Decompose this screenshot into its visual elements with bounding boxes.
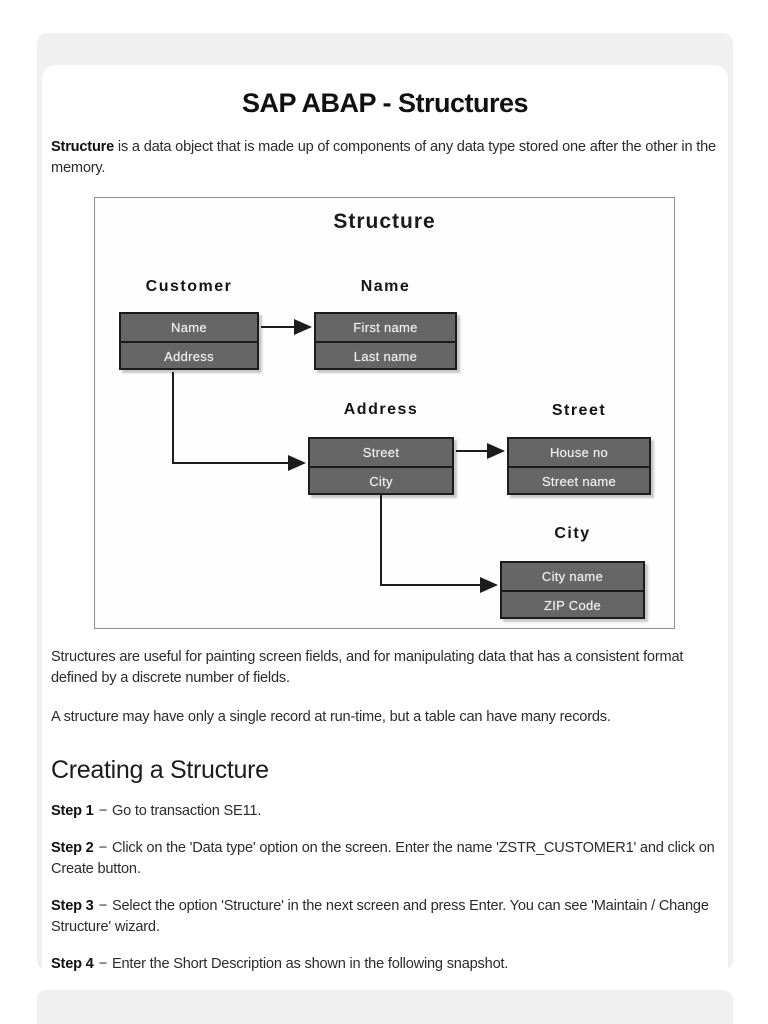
next-page-backdrop — [37, 990, 733, 1024]
diagram-connector-arrows — [172, 319, 505, 593]
step-4-dash: − — [98, 956, 108, 972]
customer-box: Name Address — [119, 312, 259, 370]
paragraph-single-record: A structure may have only a single recor… — [51, 709, 611, 725]
step-3-text: Select the option 'Structure' in the nex… — [51, 898, 709, 935]
address-box-label: Address — [343, 401, 419, 418]
intro-paragraph: Structure is a data object that is made … — [51, 137, 721, 179]
name-box: First name Last name — [314, 312, 457, 370]
step-3-label: Step 3 — [51, 898, 94, 914]
step-1-text: Go to transaction SE11. — [111, 803, 262, 819]
step-1-label: Step 1 — [51, 803, 94, 819]
address-row-street: Street — [362, 445, 400, 460]
step-2-dash: − — [98, 840, 108, 856]
street-row-houseno: House no — [549, 445, 609, 460]
name-box-label: Name — [360, 278, 411, 295]
address-box: Street City — [308, 437, 454, 495]
intro-text: is a data object that is made up of comp… — [51, 139, 716, 176]
customer-box-label: Customer — [145, 278, 233, 295]
document-page: SAP ABAP - Structures Structure is a dat… — [42, 65, 728, 972]
step-2-text: Click on the 'Data type' option on the s… — [51, 840, 715, 877]
street-row-streetname: Street name — [509, 466, 649, 493]
street-box: House no Street name — [507, 437, 651, 495]
intro-bold-term: Structure — [51, 139, 115, 155]
structure-diagram: Structure Customer Name Address Name Fir… — [94, 197, 675, 629]
city-row-zipcode: ZIP Code — [502, 590, 643, 617]
step-4: Step 4−Enter the Short Description as sh… — [51, 954, 721, 975]
step-2: Step 2−Click on the 'Data type' option o… — [51, 838, 721, 880]
step-1-dash: − — [98, 803, 108, 819]
step-2-label: Step 2 — [51, 840, 94, 856]
city-box-label: City — [554, 525, 591, 542]
section-heading: Creating a Structure — [51, 756, 269, 784]
customer-row-address: Address — [121, 341, 257, 368]
step-4-text: Enter the Short Description as shown in … — [111, 956, 509, 972]
city-row-cityname: City name — [541, 569, 604, 584]
address-row-city: City — [310, 466, 452, 493]
step-3: Step 3−Select the option 'Structure' in … — [51, 896, 721, 938]
name-row-first: First name — [353, 320, 418, 335]
step-1: Step 1−Go to transaction SE11. — [51, 801, 721, 822]
diagram-title: Structure — [333, 210, 436, 233]
city-box: City name ZIP Code — [500, 561, 645, 619]
customer-row-name: Name — [171, 320, 207, 335]
name-row-last: Last name — [316, 341, 455, 368]
page-title: SAP ABAP - Structures — [241, 88, 529, 118]
paragraph-usefulness: Structures are useful for painting scree… — [51, 649, 684, 686]
step-3-dash: − — [98, 898, 108, 914]
step-4-label: Step 4 — [51, 956, 94, 972]
street-box-label: Street — [551, 402, 607, 419]
